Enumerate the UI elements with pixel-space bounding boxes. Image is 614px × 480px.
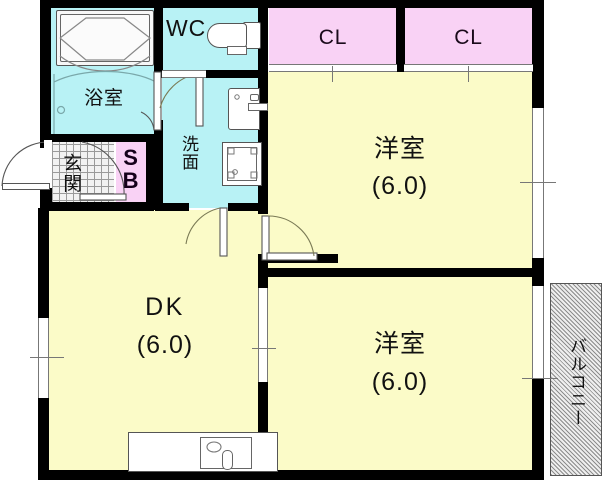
label-shoebox-text: SB xyxy=(122,145,140,194)
wall-right-lower xyxy=(532,376,544,480)
entrance-door-leaf[interactable] xyxy=(2,183,50,190)
wall-sb-right xyxy=(146,140,156,210)
bath-room-outline xyxy=(53,70,157,134)
toilet-base xyxy=(227,46,247,55)
wall-left-lower2 xyxy=(38,396,49,480)
washing-machine-detail-icon xyxy=(227,147,258,179)
wall-top-left xyxy=(40,0,266,8)
wall-washroom-bottom-left xyxy=(155,203,189,211)
entrance-door-frame-top xyxy=(44,140,52,148)
wall-entrance-bottom xyxy=(46,202,154,211)
wall-washroom-bottom-right xyxy=(228,203,266,211)
closet-right-sliding-tick xyxy=(468,66,470,82)
closet-right-fill xyxy=(404,6,533,70)
room-western-top-fill xyxy=(267,72,533,270)
washing-machine-drum xyxy=(227,147,257,181)
entrance-inner-door-icon[interactable] xyxy=(79,140,134,206)
label-western-bottom-area: (6.0) xyxy=(371,368,429,396)
label-closet-right: CL xyxy=(454,26,483,49)
entrance-door-swing-icon xyxy=(1,141,49,187)
kitchen-faucet xyxy=(222,450,233,470)
label-washroom-line1: 洗 xyxy=(178,134,199,153)
label-western-top-name: 洋室 xyxy=(373,134,426,163)
wall-bath-washroom xyxy=(154,0,163,78)
label-western-bottom-name: 洋室 xyxy=(373,329,426,358)
wall-left-upper xyxy=(40,0,51,140)
label-western-top-area: (6.0) xyxy=(371,172,429,200)
label-washroom-line2: 面 xyxy=(178,153,199,172)
wall-between-closets xyxy=(396,0,405,72)
wall-right-mid xyxy=(532,256,544,288)
label-closet-left: CL xyxy=(318,26,348,49)
wall-right-upper xyxy=(532,0,544,110)
room-western-bottom-fill xyxy=(267,276,533,476)
bath-door-icon[interactable] xyxy=(140,71,162,134)
washroom-door-frame xyxy=(162,70,206,78)
kitchen-sink-basin-icon xyxy=(206,441,222,453)
wall-between-western-rooms xyxy=(266,268,534,277)
wall-bath-washroom-2 xyxy=(154,120,163,210)
balcony-fill xyxy=(550,283,602,476)
balcony-window[interactable] xyxy=(532,286,544,378)
western-top-window-tick xyxy=(520,182,556,184)
wall-left-lower xyxy=(38,208,49,320)
vanity-faucet xyxy=(250,94,259,101)
balcony-window-tick xyxy=(522,378,558,380)
label-entrance: 玄関 xyxy=(60,147,83,199)
western-top-door-icon[interactable] xyxy=(261,214,318,264)
label-dk-area: (6.0) xyxy=(136,331,194,359)
closet-left-fill xyxy=(269,6,397,70)
bathtub-inner xyxy=(60,14,150,62)
toilet-bowl xyxy=(207,23,247,48)
label-wc-text: WC xyxy=(166,15,207,41)
label-dk-name: DK xyxy=(145,293,185,321)
western-bottom-window-tick xyxy=(252,348,276,350)
wall-bottom xyxy=(38,470,544,480)
label-bath: 浴室 xyxy=(84,87,124,109)
label-entrance-line2: 関 xyxy=(60,173,83,194)
western-bottom-window[interactable] xyxy=(258,288,268,382)
label-wc: WC xyxy=(166,17,205,40)
vanity-sink-counter xyxy=(248,103,268,111)
label-shoebox: SB xyxy=(116,146,146,192)
vanity-drain-icon xyxy=(234,94,240,100)
label-washroom: 洗面 xyxy=(178,114,199,192)
wall-under-bath xyxy=(46,134,156,142)
label-balcony: バルコニー xyxy=(566,336,587,428)
label-entrance-line1: 玄 xyxy=(60,152,83,173)
closet-left-sliding-tick xyxy=(332,66,334,82)
dk-left-window-tick xyxy=(30,357,64,359)
bathtub-shape-icon xyxy=(59,17,151,72)
room-dk-hall-fill xyxy=(160,210,270,262)
wall-under-wc xyxy=(162,70,266,78)
dk-hall-door-icon[interactable] xyxy=(185,206,232,262)
